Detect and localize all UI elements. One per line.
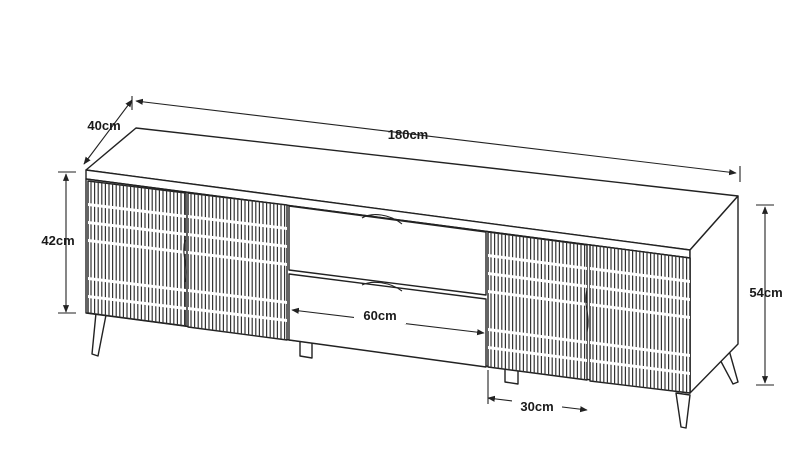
door-groove-gap: [488, 254, 587, 270]
label-door-width: 30cm: [520, 399, 553, 414]
door-groove-gap: [88, 239, 186, 254]
door-groove-gap: [188, 215, 287, 230]
label-bg-door-width: [512, 397, 562, 414]
door-groove-gap: [188, 233, 287, 248]
label-depth: 40cm: [87, 118, 120, 133]
drawer-upper: [288, 205, 487, 296]
dim-line-width: [135, 98, 737, 176]
door-slats-3: [488, 232, 587, 380]
label-body-height: 42cm: [41, 233, 74, 248]
drawer-lower-handle: [361, 281, 403, 292]
door-groove-gap: [590, 267, 690, 283]
door-groove-gap: [188, 251, 287, 266]
door-groove-gap: [590, 341, 690, 357]
door-handle-left: [183, 239, 187, 283]
label-total-height: 54cm: [749, 285, 782, 300]
door-groove-gap: [590, 303, 690, 319]
door-groove-gap: [88, 295, 186, 310]
label-width: 180cm: [388, 127, 428, 142]
label-bg-drawer-width: [354, 306, 406, 324]
door-groove-gap: [88, 221, 186, 236]
door-panel-1: [87, 180, 187, 327]
leg-front-left: [91, 312, 107, 357]
door-groove-gap: [488, 272, 587, 288]
door-groove-gap: [188, 289, 287, 304]
drawer-upper-handle: [361, 214, 403, 225]
leg-front-right: [675, 392, 691, 429]
dim-line-depth: [83, 99, 133, 165]
door-groove-gap: [88, 203, 186, 218]
door-groove-gap: [488, 290, 587, 306]
door-groove-gap: [488, 328, 587, 344]
door-slats-1: [88, 181, 186, 326]
door-groove-gap: [188, 307, 287, 322]
door-groove-gap: [590, 359, 690, 375]
label-drawer-width: 60cm: [363, 308, 396, 323]
door-handle-right: [585, 289, 589, 333]
cabinet-body: [85, 127, 739, 394]
door-groove-gap: [488, 346, 587, 362]
dimension-lines: 180cm 40cm 42cm 54cm 60cm 30cm: [41, 96, 783, 414]
door-groove-gap: [88, 277, 186, 292]
door-groove-gap: [590, 285, 690, 301]
